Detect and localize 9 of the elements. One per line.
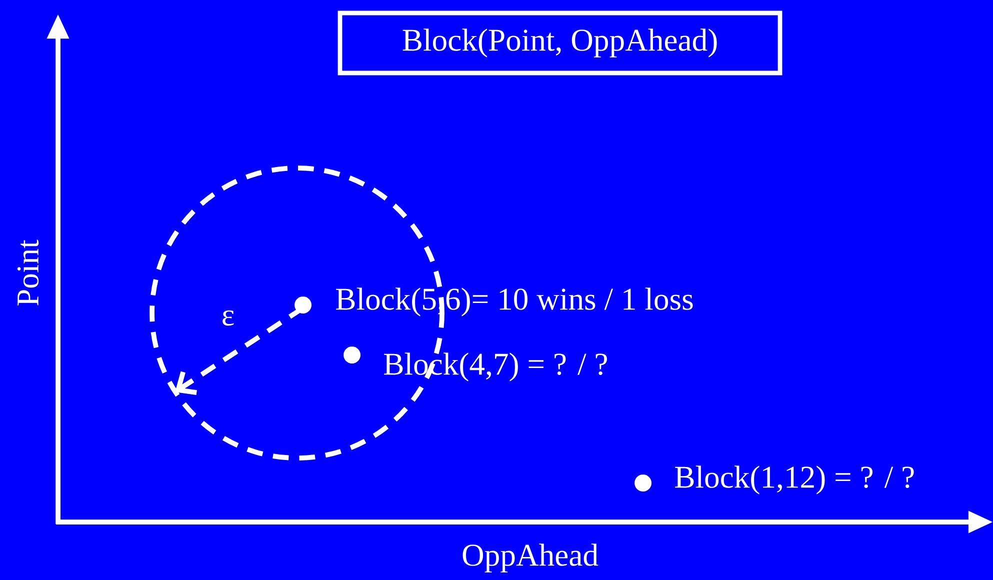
axis-label: OppAhead: [462, 544, 598, 572]
epsilon-label: ε: [222, 310, 234, 326]
axis-label: Point: [17, 240, 39, 306]
data-point: [634, 474, 652, 492]
title-box: Block(Point, OppAhead): [338, 10, 782, 76]
data-point: [294, 296, 312, 314]
data-point: [344, 346, 360, 364]
point-label: Block(4,7) = ? / ?: [384, 352, 607, 382]
point-label: Block(1,12) = ? / ?: [675, 466, 914, 494]
